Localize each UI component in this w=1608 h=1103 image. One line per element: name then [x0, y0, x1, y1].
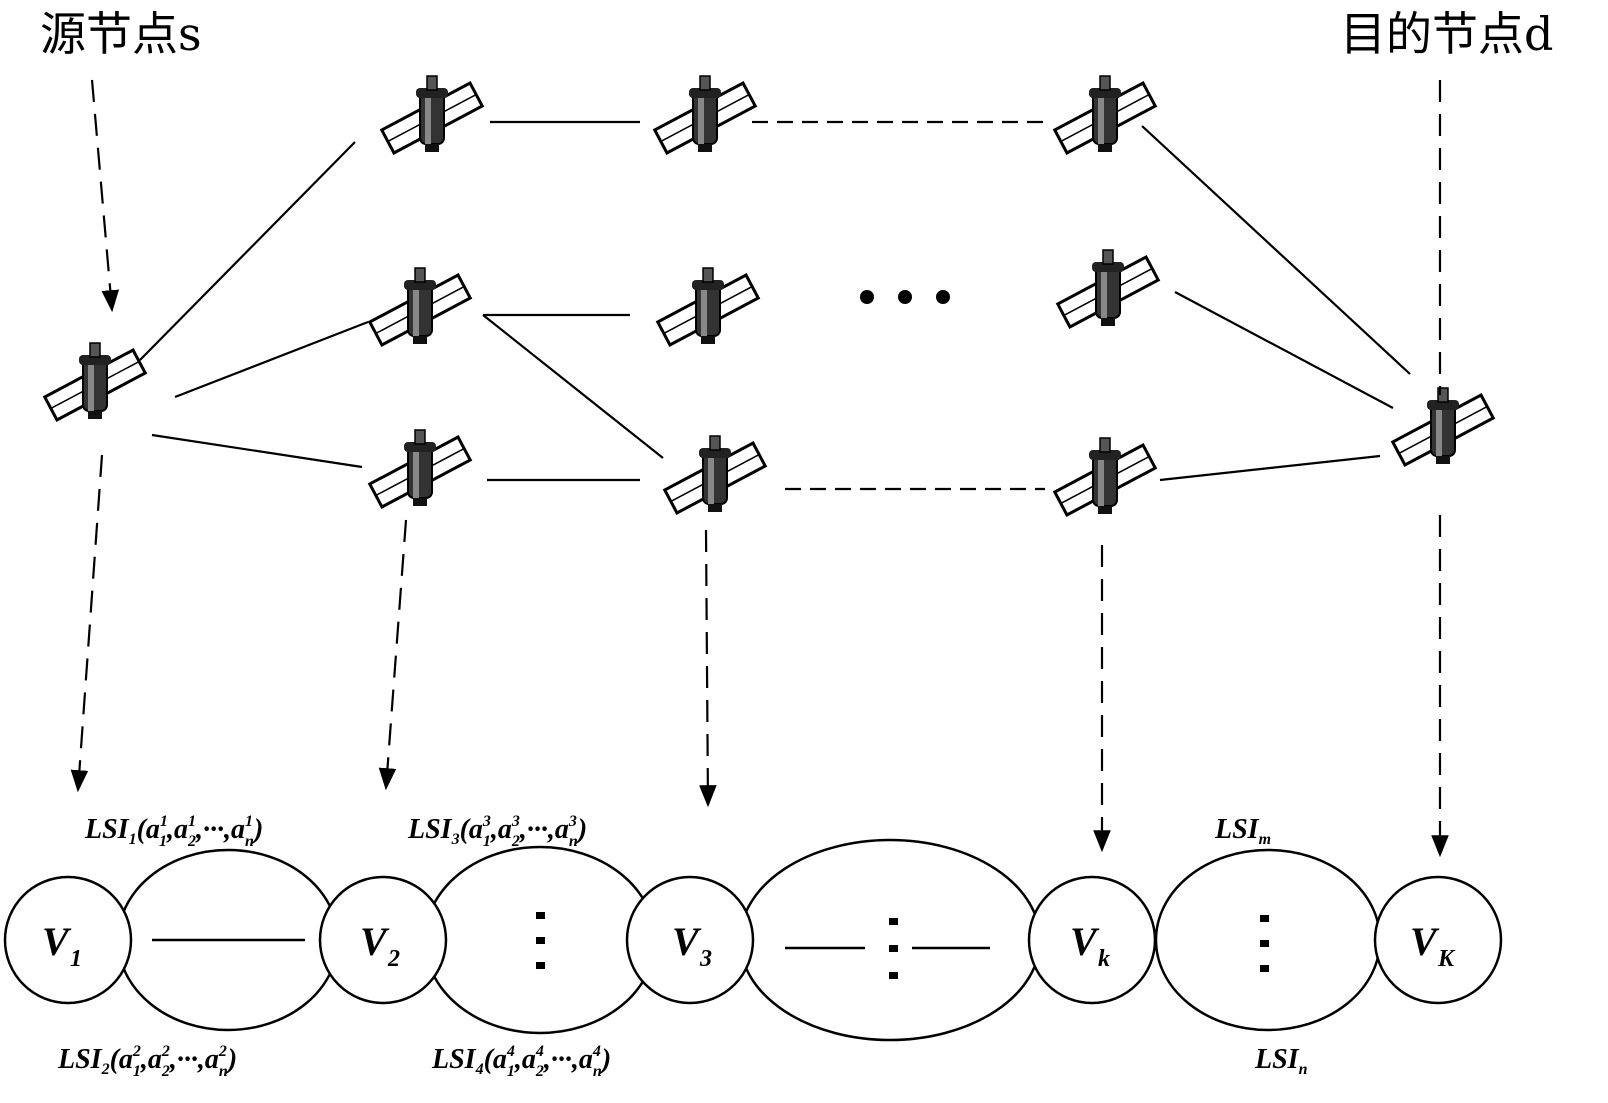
- arrow-v1: [70, 454, 104, 793]
- satellite-dashed-links: [752, 120, 1045, 491]
- node-vk-letter: V: [1070, 919, 1100, 964]
- arrow-v2: [378, 519, 408, 791]
- mapping-arrows: [70, 79, 1449, 858]
- dot: [936, 290, 950, 304]
- link-mid-dest: [1174, 291, 1394, 409]
- dot: [889, 918, 898, 925]
- link-ellipse-3-k: [738, 838, 1042, 1042]
- satellite-icon: [1056, 248, 1160, 329]
- satellite-links: [139, 120, 1411, 482]
- satellite-icon: [368, 266, 472, 347]
- satellites: [43, 74, 1495, 517]
- node-v1-letter: V: [42, 919, 72, 964]
- dot: [1260, 965, 1269, 972]
- arrow-v3: [699, 529, 717, 808]
- source-node-label: 源节点s: [40, 7, 202, 61]
- satellite-icon: [656, 266, 760, 347]
- satellite-icon: [1053, 74, 1157, 155]
- node-v2-sub: 2: [387, 946, 400, 972]
- node-labels: V 1 V 2 V 3 V k V K: [42, 919, 1456, 972]
- dot: [536, 912, 545, 919]
- arrow-source-to-sat: [90, 79, 120, 313]
- node-v3-sub: 3: [699, 946, 712, 972]
- satellite-icon: [1053, 436, 1157, 517]
- dot: [889, 972, 898, 979]
- node-v3: [625, 875, 755, 1005]
- chain-inner-marks: [152, 938, 990, 950]
- node-vK-letter: V: [1410, 919, 1440, 964]
- link-top-dest: [1141, 125, 1411, 375]
- link-mid-cross: [482, 314, 664, 459]
- dot: [536, 962, 545, 969]
- ellipsis-dots: [860, 290, 950, 304]
- lsin-label: LSIn: [1254, 1044, 1308, 1078]
- node-vK: [1373, 875, 1503, 1005]
- node-vK-sub: K: [1437, 946, 1456, 972]
- node-circles: [3, 875, 1503, 1005]
- node-v2-letter: V: [360, 919, 390, 964]
- destination-node-label: 目的节点d: [1340, 7, 1553, 61]
- satellite-icon: [380, 74, 484, 155]
- satellite-icon: [653, 74, 757, 155]
- dot: [898, 290, 912, 304]
- link-s-bottom: [151, 433, 363, 469]
- node-v2: [318, 875, 448, 1005]
- dot: [1260, 915, 1269, 922]
- node-v3-letter: V: [672, 919, 702, 964]
- satellite-icon: [368, 428, 472, 509]
- satellite-icon: [1391, 386, 1495, 467]
- node-v1: [3, 875, 133, 1005]
- satellite-icon: [43, 341, 147, 422]
- link-bottom-dest: [1159, 454, 1381, 482]
- link-s-mid: [174, 320, 369, 399]
- chain-dots: [536, 912, 1269, 979]
- link-s-top: [139, 141, 356, 361]
- lsim-label: LSIm: [1214, 814, 1271, 848]
- dot: [1260, 940, 1269, 947]
- node-vk: [1027, 875, 1157, 1005]
- satellite-icon: [663, 434, 767, 515]
- node-vk-sub: k: [1098, 946, 1110, 972]
- node-v1-sub: 1: [70, 946, 82, 972]
- dot: [536, 937, 545, 944]
- dot: [860, 290, 874, 304]
- dot: [889, 945, 898, 952]
